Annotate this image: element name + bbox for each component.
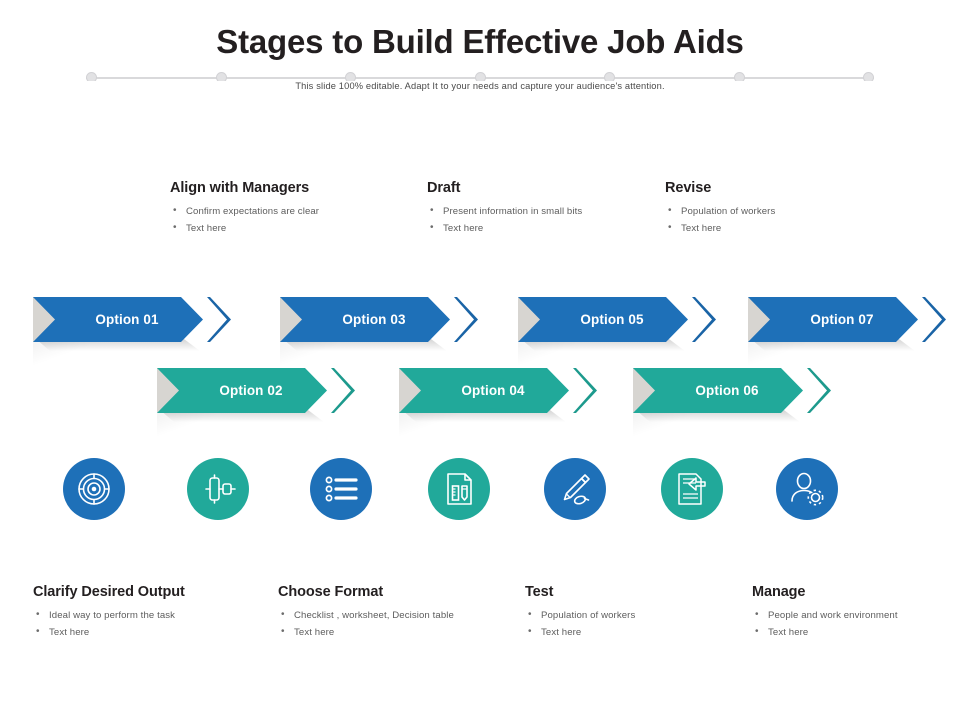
bullet-item: Confirm expectations are clear [170,202,420,220]
bottom-description-block: Clarify Desired OutputIdeal way to perfo… [33,584,283,641]
top-description-block: Align with ManagersConfirm expectations … [170,180,420,237]
document-arrow-icon[interactable] [661,458,723,520]
ribbon-shadow [402,410,566,422]
top-block-bullet-list: Confirm expectations are clearText here [170,202,420,237]
bottom-block-bullet-list: People and work environmentText here [752,606,960,641]
bullet-item: Text here [752,623,960,641]
stage-label: Option 05 [580,312,644,327]
ribbon-body[interactable]: Option 06 [633,368,803,413]
bottom-block-bullet-list: Ideal way to perform the taskText here [33,606,283,641]
stage-label: Option 01 [95,312,159,327]
bullet-item: Text here [278,623,528,641]
bottom-block-title: Test [525,584,554,600]
top-block-title: Align with Managers [170,180,310,196]
bottom-block-bullet-list: Checklist , worksheet, Decision tableTex… [278,606,528,641]
ribbon-shadow [36,339,200,351]
bullet-item: Text here [525,623,775,641]
ribbon-shadow [636,410,800,422]
top-block-bullet-list: Present information in small bitsText he… [427,202,677,237]
bullet-item: People and work environment [752,606,960,624]
slide-subtitle: This slide 100% editable. Adapt It to yo… [0,81,960,91]
top-description-block: DraftPresent information in small bitsTe… [427,180,677,237]
ribbon-shadow [160,410,324,422]
target-icon[interactable] [63,458,125,520]
bottom-description-block: ManagePeople and work environmentText he… [752,584,960,641]
slide-subtitle-text: This slide 100% editable. Adapt It to yo… [289,81,671,91]
stage-label: Option 04 [461,383,525,398]
document-ruler-pencil-icon[interactable] [428,458,490,520]
ribbon-body[interactable]: Option 02 [157,368,327,413]
ribbon-body[interactable]: Option 05 [518,297,688,342]
ribbon-body[interactable]: Option 04 [399,368,569,413]
ribbon-shadow [751,339,915,351]
bullet-item: Population of workers [665,202,915,220]
bullet-item: Ideal way to perform the task [33,606,283,624]
user-gear-icon[interactable] [776,458,838,520]
stage-label: Option 07 [810,312,874,327]
checklist-icon[interactable] [310,458,372,520]
bullet-item: Checklist , worksheet, Decision table [278,606,528,624]
bullet-item: Text here [665,219,915,237]
bottom-block-title: Clarify Desired Output [33,584,185,600]
stage-label: Option 03 [342,312,406,327]
bullet-item: Text here [33,623,283,641]
bullet-item: Present information in small bits [427,202,677,220]
bottom-description-block: Choose FormatChecklist , worksheet, Deci… [278,584,528,641]
stage-label: Option 06 [695,383,759,398]
ribbon-shadow [283,339,447,351]
stage-label: Option 02 [219,383,283,398]
bottom-description-block: TestPopulation of workersText here [525,584,775,641]
ribbon-body[interactable]: Option 03 [280,297,450,342]
ribbon-body[interactable]: Option 07 [748,297,918,342]
bottom-block-bullet-list: Population of workersText here [525,606,775,641]
bottom-block-title: Choose Format [278,584,384,600]
top-description-block: RevisePopulation of workersText here [665,180,915,237]
pipette-icon[interactable] [544,458,606,520]
top-block-bullet-list: Population of workersText here [665,202,915,237]
machine-icon[interactable] [187,458,249,520]
top-block-title: Draft [427,180,461,196]
ribbon-body[interactable]: Option 01 [33,297,203,342]
bullet-item: Text here [170,219,420,237]
bullet-item: Text here [427,219,677,237]
ribbon-shadow [521,339,685,351]
bottom-block-title: Manage [752,584,806,600]
page-title: Stages to Build Effective Job Aids [216,23,744,60]
bullet-item: Population of workers [525,606,775,624]
top-block-title: Revise [665,180,712,196]
